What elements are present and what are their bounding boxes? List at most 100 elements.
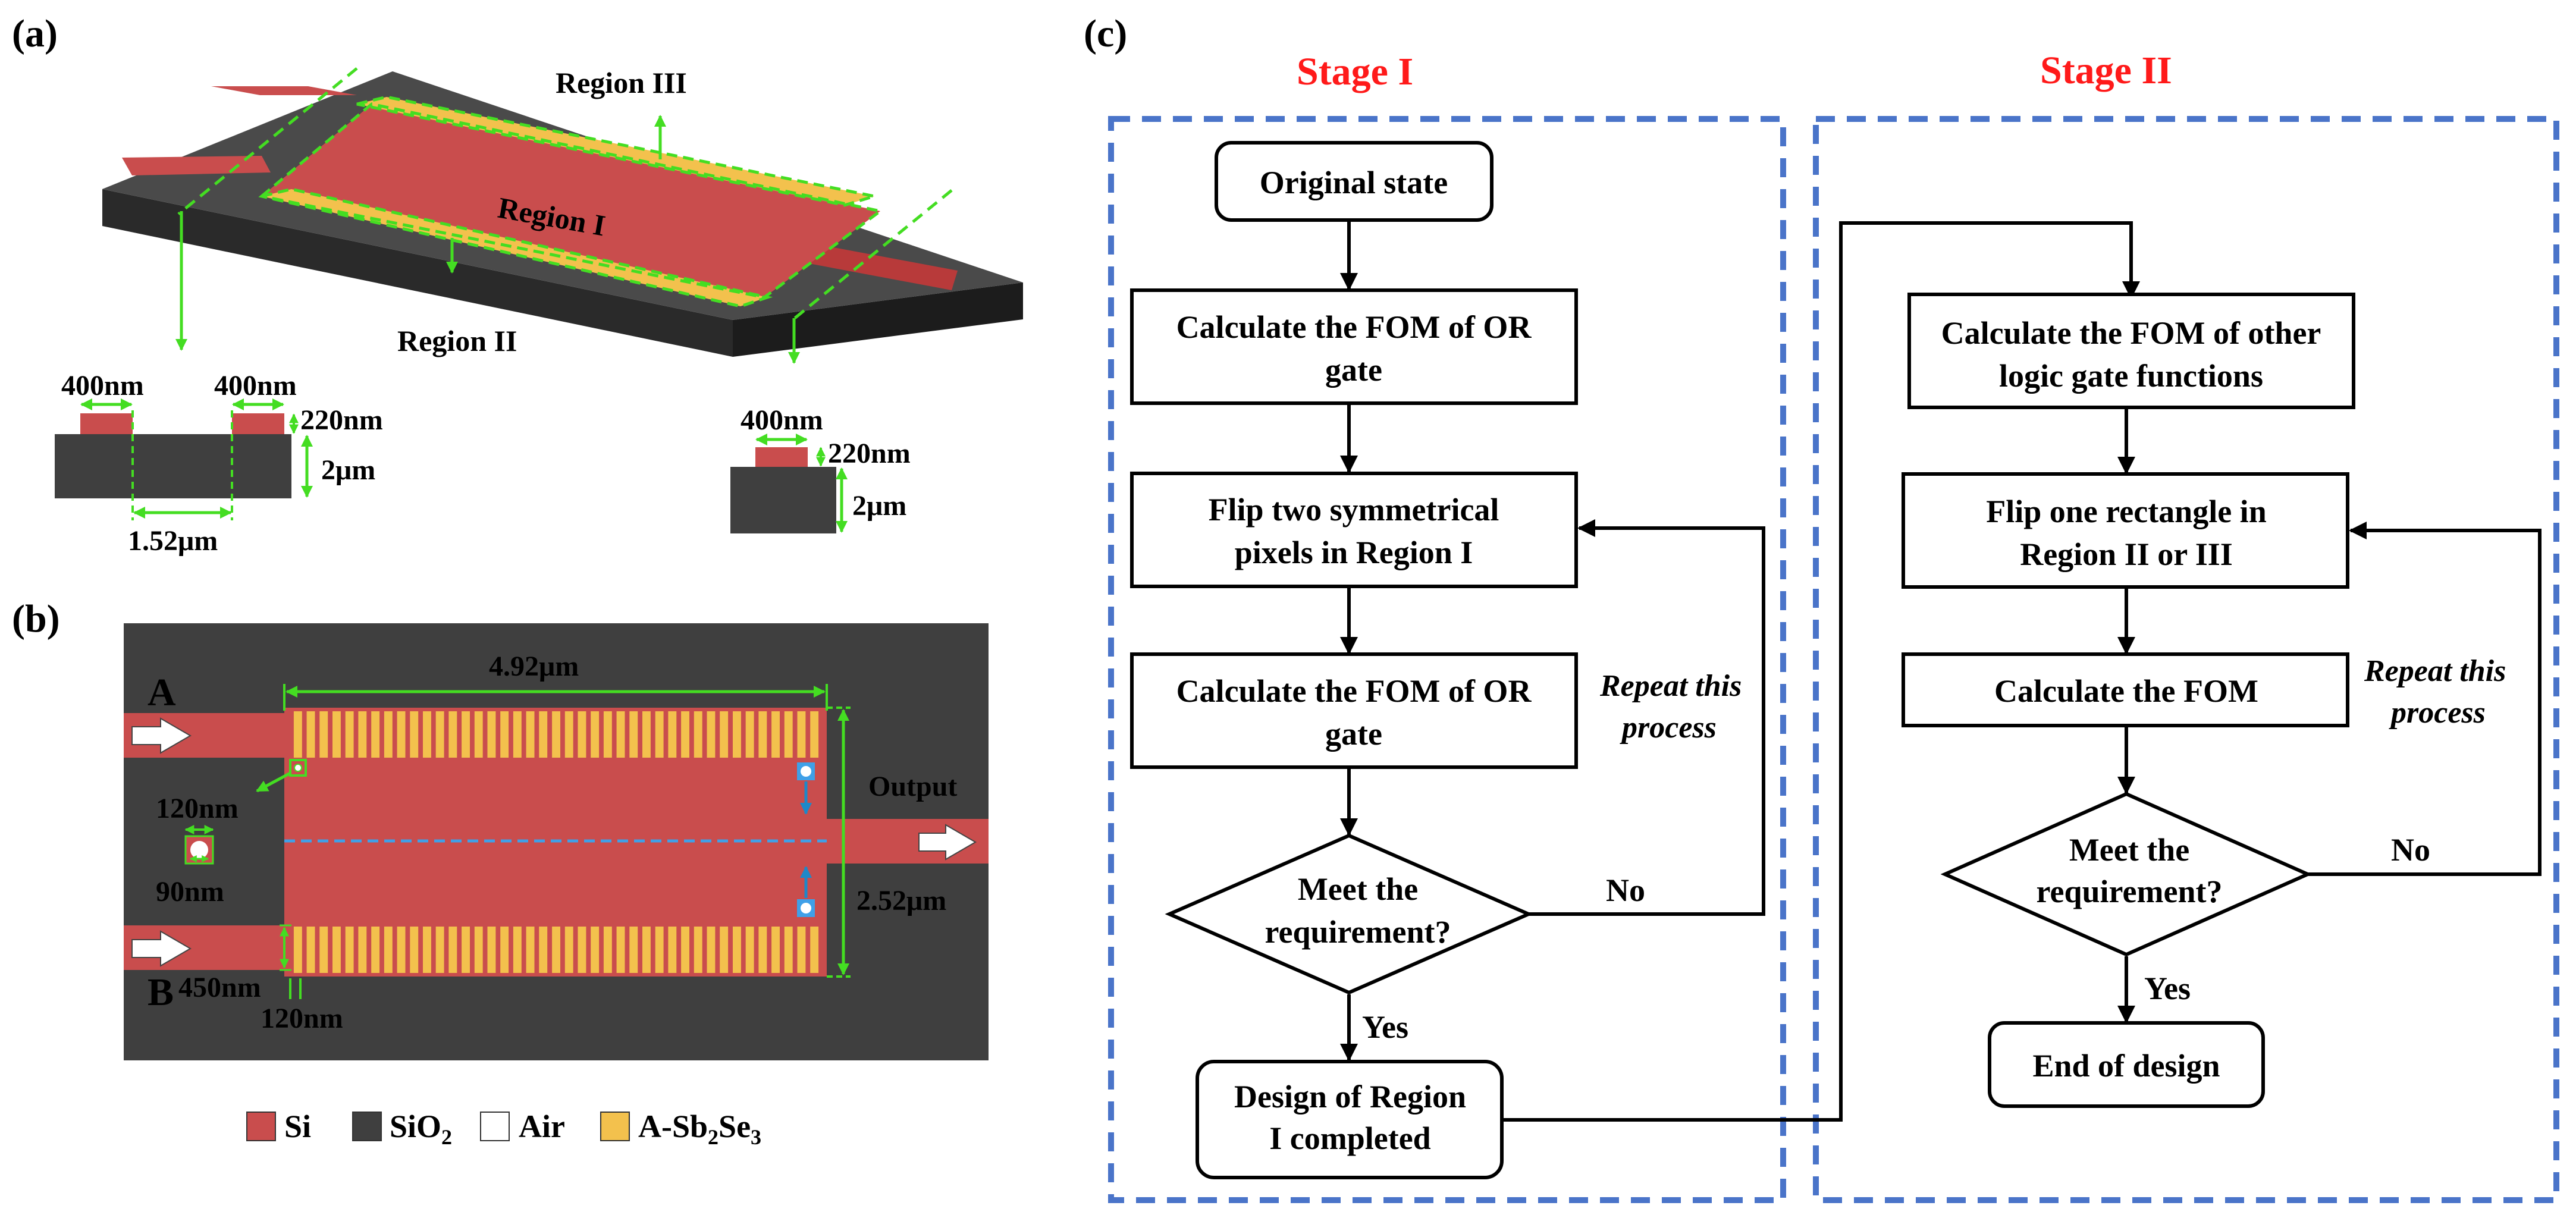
svg-text:Calculate the FOM: Calculate the FOM	[1994, 673, 2258, 709]
cross-section-right	[730, 434, 848, 533]
text-original-state: Original state	[1260, 165, 1448, 200]
box-end-design	[1988, 1021, 2265, 1108]
comb-tooth	[552, 927, 560, 973]
svg-text:pixels in Region I: pixels in Region I	[1235, 535, 1473, 570]
stage1-flow: Original state Calculate the FOM of OR g…	[1130, 141, 2140, 1179]
svg-text:I completed: I completed	[1269, 1120, 1430, 1156]
comb-tooth	[668, 927, 677, 973]
input-b-label: B	[148, 971, 174, 1014]
comb-tooth	[448, 927, 457, 973]
comb-bottom	[284, 923, 827, 977]
length-label: 4.92μm	[489, 651, 579, 682]
comb-tooth	[410, 711, 419, 758]
diamond-meet-2	[1940, 792, 2313, 957]
comb-tooth	[797, 927, 806, 973]
comb-tooth	[758, 711, 767, 758]
comb-tooth	[564, 711, 573, 758]
right-height-label-2: 2μm	[852, 490, 906, 522]
comb-tooth	[733, 711, 741, 758]
comb-tooth	[345, 927, 354, 973]
region-ii-label: Region II	[397, 324, 517, 357]
svg-text:requirement?: requirement?	[1265, 914, 1451, 950]
comb-tooth	[552, 711, 560, 758]
pixel-size-label: 120nm	[156, 793, 239, 824]
comb-top	[284, 708, 827, 761]
text-yes-2: Yes	[2144, 971, 2191, 1006]
comb-tooth	[474, 711, 483, 758]
output-label: Output	[868, 771, 957, 802]
comb-tooth	[358, 927, 367, 973]
comb-tooth	[810, 927, 819, 973]
comb-tooth	[345, 711, 354, 758]
rect-width-label: 120nm	[261, 1003, 343, 1034]
region-iii-label: Region III	[556, 66, 687, 99]
comb-tooth	[539, 927, 548, 973]
comb-tooth	[435, 927, 444, 973]
svg-text:Calculate the FOM of OR: Calculate the FOM of OR	[1176, 309, 1532, 345]
svg-text:Region II or III: Region II or III	[2020, 536, 2233, 572]
comb-tooth	[745, 927, 754, 973]
box-design-complete	[1196, 1060, 1504, 1179]
device-top-view	[124, 623, 989, 1060]
box-calc-fom	[1902, 652, 2349, 727]
comb-tooth	[332, 711, 341, 758]
box-flip-two	[1130, 472, 1578, 588]
comb-tooth	[655, 927, 664, 973]
left-height-label-1: 220nm	[300, 404, 383, 436]
svg-text:logic gate functions: logic gate functions	[1999, 358, 2263, 394]
comb-tooth	[733, 927, 741, 973]
svg-text:Calculate the FOM of OR: Calculate the FOM of OR	[1176, 673, 1532, 709]
legend-swatch-si	[246, 1112, 276, 1141]
comb-tooth	[578, 927, 586, 973]
left-width-label-2: 400nm	[214, 370, 297, 401]
comb-tooth	[720, 927, 729, 973]
svg-text:requirement?: requirement?	[2037, 874, 2223, 909]
legend-swatch-sbse	[600, 1112, 630, 1141]
left-height-label-2: 2μm	[321, 454, 375, 486]
comb-tooth	[539, 711, 548, 758]
comb-tooth	[513, 927, 522, 973]
comb-tooth	[371, 711, 380, 758]
legend-label-sio2: SiO2	[390, 1109, 452, 1149]
comb-tooth	[319, 927, 328, 973]
text-no-2: No	[2391, 832, 2430, 868]
left-width-label-1: 400nm	[61, 370, 144, 401]
width-label: 2.52μm	[856, 885, 946, 916]
comb-tooth	[681, 711, 689, 758]
stage2-title: Stage II	[2040, 49, 2172, 92]
comb-tooth	[397, 927, 406, 973]
legend-swatch-sio2	[352, 1112, 382, 1141]
comb-tooth	[564, 927, 573, 973]
comb-tooth	[668, 711, 677, 758]
comb-tooth	[371, 927, 380, 973]
legend-label-air: Air	[519, 1109, 565, 1144]
comb-tooth	[681, 927, 689, 973]
comb-tooth	[771, 711, 780, 758]
svg-text:Design of Region: Design of Region	[1234, 1079, 1466, 1114]
text-yes-1: Yes	[1362, 1009, 1408, 1045]
legend-label-si: Si	[284, 1109, 311, 1144]
stage2-flow: Calculate the FOM of other logic gate fu…	[1902, 293, 2542, 1108]
svg-text:gate: gate	[1325, 716, 1382, 752]
comb-tooth	[758, 927, 767, 973]
stage2-frame	[1813, 116, 2559, 1203]
comb-tooth	[616, 927, 625, 973]
text-end-design: End of design	[2032, 1048, 2220, 1084]
comb-tooth	[384, 927, 393, 973]
comb-tooth	[423, 711, 431, 758]
svg-text:Meet the: Meet the	[1298, 871, 1418, 907]
comb-tooth	[797, 711, 806, 758]
repeat-note-2b: process	[2389, 696, 2486, 730]
stage1-title: Stage I	[1297, 50, 1413, 93]
wg-width-label: 450nm	[178, 972, 261, 1003]
svg-text:gate: gate	[1325, 352, 1382, 388]
comb-tooth	[358, 711, 367, 758]
comb-tooth	[526, 711, 535, 758]
comb-tooth	[784, 927, 793, 973]
svg-text:Flip two symmetrical: Flip two symmetrical	[1209, 492, 1499, 528]
comb-tooth	[784, 711, 793, 758]
comb-tooth	[578, 711, 586, 758]
cross-section-left	[55, 398, 313, 520]
comb-tooth	[694, 711, 702, 758]
